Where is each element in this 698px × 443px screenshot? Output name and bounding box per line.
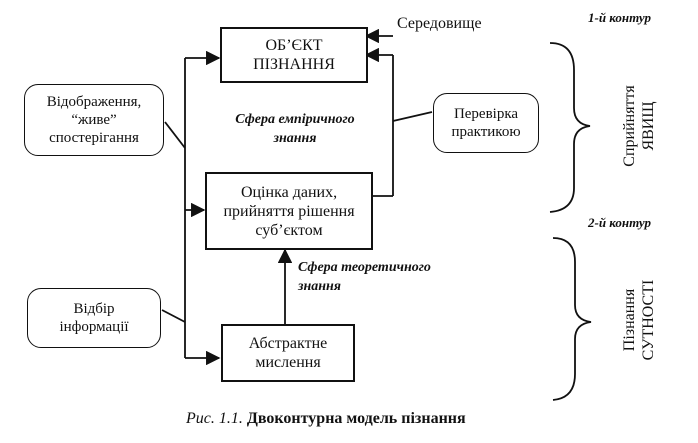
pointer-practice <box>392 111 433 122</box>
theoretical-sphere-label: Сфера теоретичного знання <box>298 258 468 296</box>
reflection-line-1: Відображення, <box>46 94 142 110</box>
environment-label: Середовище <box>397 15 482 32</box>
abstract-box: Абстрактне мислення <box>221 324 355 382</box>
practice-bubble: Перевірка практикою <box>433 93 539 153</box>
theoretical-line-1: Сфера теоретичного <box>298 260 431 275</box>
perception-label: Сприйняття ЯВИЩ <box>620 66 660 186</box>
reflection-bubble: Відображення, “живе” спостерігання <box>24 84 164 156</box>
reflection-line-2: “живе” <box>71 112 117 128</box>
brace-perception <box>549 42 591 213</box>
perception-line-2: ЯВИЩ <box>640 101 657 151</box>
object-line-2: ПІЗНАННЯ <box>253 56 335 73</box>
pointer-reflection <box>164 121 186 149</box>
brace-cognition <box>552 237 592 401</box>
practice-line-2: практикою <box>451 124 521 140</box>
empirical-sphere-label: Сфера емпіричного знання <box>215 110 375 148</box>
contour-1-label: 1-й контур <box>588 10 652 25</box>
selection-bubble: Відбір інформації <box>27 288 161 348</box>
practice-line-1: Перевірка <box>453 106 519 122</box>
evaluation-box: Оцінка даних, прийняття рішення суб’єкто… <box>205 172 373 250</box>
cognition-label: Пізнання СУТНОСТІ <box>620 260 660 380</box>
perception-line-1: Сприйняття <box>621 85 638 167</box>
reflection-line-3: спостерігання <box>49 130 139 146</box>
caption-title: Двоконтурна модель пізнання <box>246 410 466 427</box>
evaluation-line-3: суб’єктом <box>255 221 323 239</box>
abstract-line-2: мислення <box>255 354 321 371</box>
abstract-line-1: Абстрактне <box>248 335 328 352</box>
evaluation-line-1: Оцінка даних, <box>240 183 338 201</box>
empirical-line-1: Сфера емпіричного <box>235 112 355 127</box>
contour-2-label: 2-й контур <box>588 215 652 230</box>
selection-line-2: інформації <box>59 319 129 335</box>
cognition-line-1: Пізнання <box>621 288 638 352</box>
cognition-line-2: СУТНОСТІ <box>640 279 657 361</box>
empirical-line-2: знання <box>273 131 317 146</box>
evaluation-line-2: прийняття рішення <box>223 202 355 220</box>
caption-prefix: Рис. 1.1. <box>186 410 243 427</box>
figure-caption: Рис. 1.1. Двоконтурна модель пізнання <box>186 410 466 428</box>
object-line-1: ОБ’ЄКТ <box>265 37 323 54</box>
theoretical-line-2: знання <box>298 279 341 294</box>
object-box: ОБ’ЄКТ ПІЗНАННЯ <box>220 27 368 83</box>
pointer-selection <box>161 309 186 323</box>
selection-line-1: Відбір <box>73 301 115 317</box>
